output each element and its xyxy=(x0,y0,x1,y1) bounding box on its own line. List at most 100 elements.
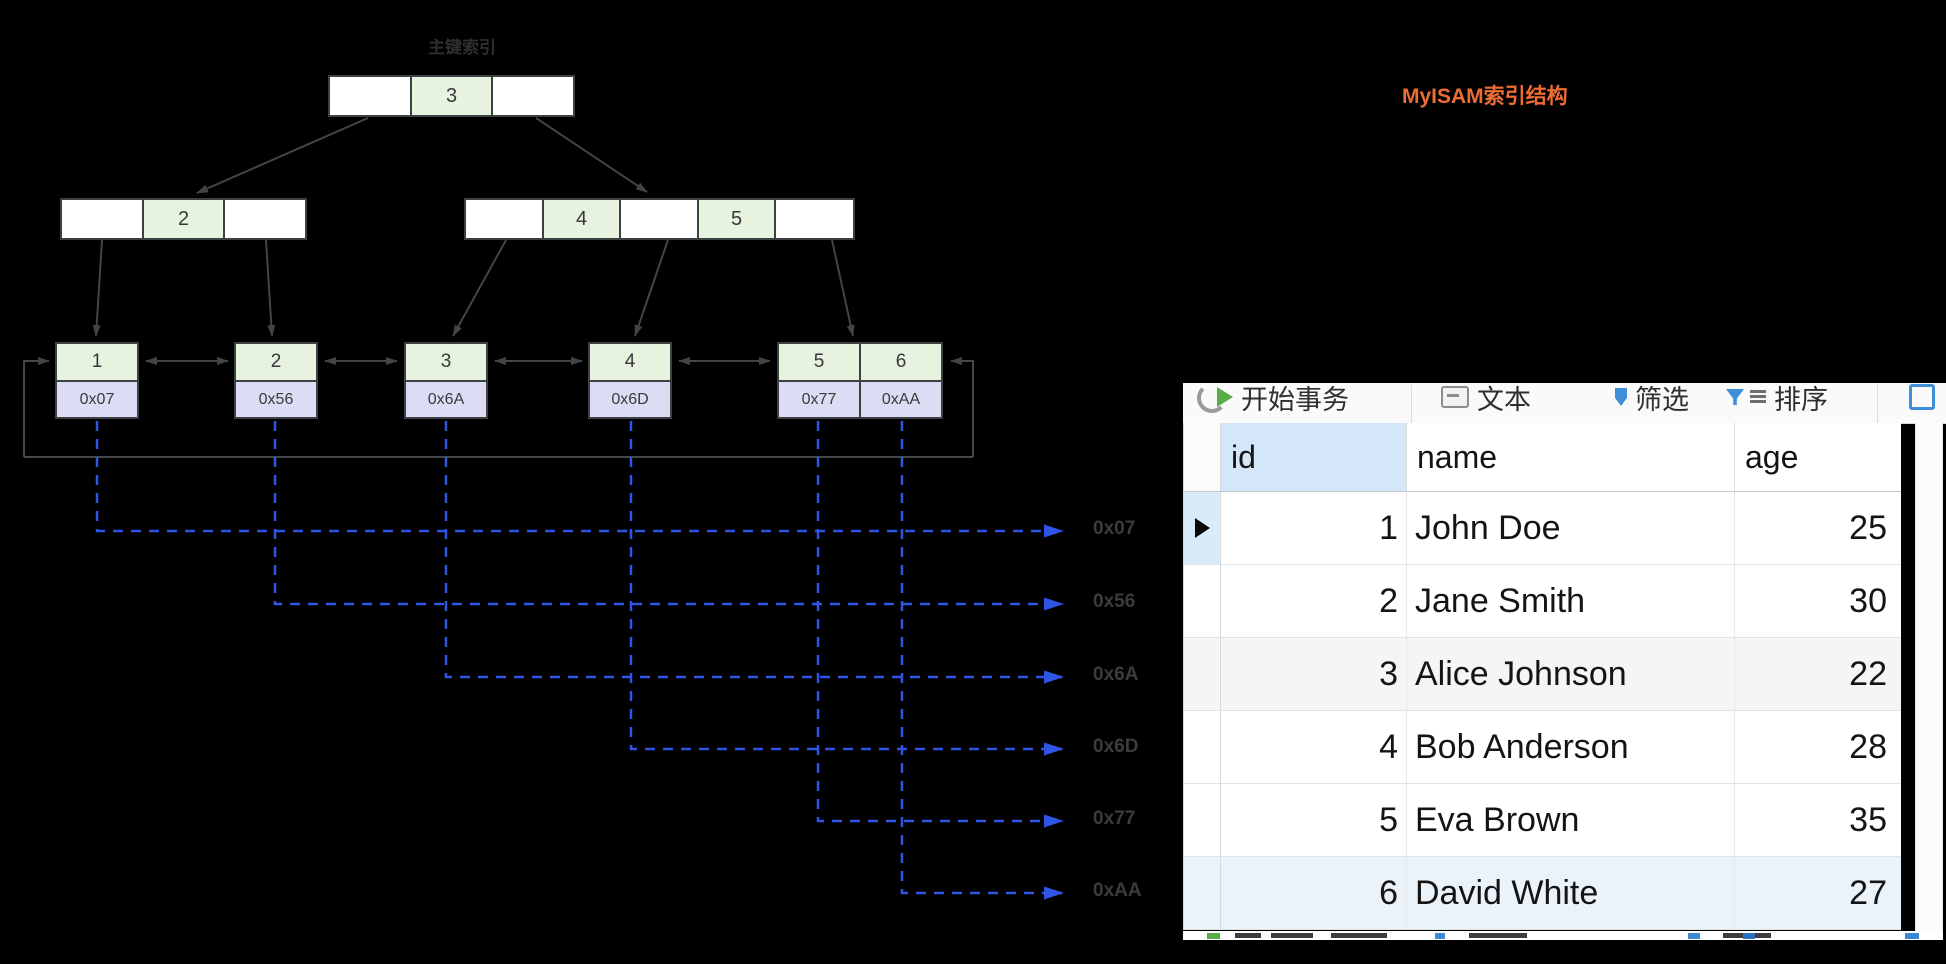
export-icon xyxy=(1909,384,1935,410)
icon-fragment xyxy=(1469,933,1527,938)
text-mode-label: 文本 xyxy=(1477,384,1531,415)
column-header-name[interactable]: name xyxy=(1407,423,1735,491)
leaf-node-4: 4 0x6D xyxy=(588,342,672,419)
tree-pointer-arrows xyxy=(92,117,855,337)
cell-id[interactable]: 5 xyxy=(1221,784,1407,857)
cell-age[interactable]: 22 xyxy=(1735,638,1901,711)
cell-name[interactable]: Bob Anderson xyxy=(1407,711,1735,784)
text-mode-icon xyxy=(1441,386,1469,408)
begin-transaction-button[interactable]: 开始事务 xyxy=(1217,383,1349,423)
icon-fragment xyxy=(1207,933,1220,939)
data-grid-toolbar: 开始事务 文本 筛选 排序 xyxy=(1183,383,1946,424)
table-row[interactable]: 6 David White 27 xyxy=(1184,857,1901,930)
root-cell-right xyxy=(491,75,575,117)
text-mode-button[interactable]: 文本 xyxy=(1441,383,1531,423)
leaf-address: 0x6D xyxy=(588,380,672,419)
cell-id[interactable]: 3 xyxy=(1221,638,1407,711)
icon-fragment xyxy=(1688,933,1700,939)
row-selector[interactable] xyxy=(1184,638,1221,711)
address-pointer-lines xyxy=(95,421,1064,900)
table-row[interactable]: 1 John Doe 25 xyxy=(1184,492,1901,565)
row-selector[interactable] xyxy=(1184,565,1221,638)
cell-name[interactable]: Eva Brown xyxy=(1407,784,1735,857)
cell-age[interactable]: 27 xyxy=(1735,857,1901,930)
leaf-key: 1 xyxy=(55,342,139,382)
refresh-arc-icon xyxy=(1197,383,1227,413)
cell-name[interactable]: David White xyxy=(1407,857,1735,930)
leaf-address: 0x6A xyxy=(404,380,488,419)
sort-funnel-icon xyxy=(1726,389,1744,405)
begin-transaction-icon xyxy=(1217,387,1233,407)
export-button[interactable] xyxy=(1909,383,1935,423)
row-selector[interactable] xyxy=(1184,857,1221,930)
cell-id[interactable]: 4 xyxy=(1221,711,1407,784)
pointer-label: 0xAA xyxy=(1093,880,1142,901)
leaf-node-3: 3 0x6A xyxy=(404,342,488,419)
internal-cell xyxy=(223,198,307,240)
cell-id[interactable]: 2 xyxy=(1221,565,1407,638)
toolbar-divider xyxy=(1411,385,1412,423)
cell-name[interactable]: Jane Smith xyxy=(1407,565,1735,638)
internal-cell xyxy=(60,198,144,240)
filter-icon xyxy=(1615,388,1627,406)
internal-cell xyxy=(619,198,699,240)
cell-id[interactable]: 6 xyxy=(1221,857,1407,930)
cell-name[interactable]: John Doe xyxy=(1407,492,1735,565)
pointer-label: 0x77 xyxy=(1093,808,1136,829)
cell-name[interactable]: Alice Johnson xyxy=(1407,638,1735,711)
leaf-circular-link xyxy=(23,357,974,458)
clipped-bottom-toolbar xyxy=(1183,931,1943,940)
cell-age[interactable]: 35 xyxy=(1735,784,1901,857)
btree-root-node: 3 xyxy=(328,75,575,117)
table-row[interactable]: 2 Jane Smith 30 xyxy=(1184,565,1901,638)
sort-button[interactable]: 排序 xyxy=(1726,383,1828,423)
begin-transaction-label: 开始事务 xyxy=(1241,384,1349,415)
icon-fragment xyxy=(1235,933,1261,938)
row-selector[interactable] xyxy=(1184,784,1221,857)
icon-fragment xyxy=(1271,933,1313,938)
diagram-title: 主键索引 xyxy=(428,38,496,57)
internal-cell-key: 4 xyxy=(542,198,621,240)
leaf-key: 6 xyxy=(859,342,943,382)
pointer-label: 0x07 xyxy=(1093,518,1136,539)
sort-label: 排序 xyxy=(1774,384,1828,415)
btree-internal-left-node: 2 xyxy=(60,198,307,240)
table-row[interactable]: 5 Eva Brown 35 xyxy=(1184,784,1901,857)
table-row[interactable]: 3 Alice Johnson 22 xyxy=(1184,638,1901,711)
table-row[interactable]: 4 Bob Anderson 28 xyxy=(1184,711,1901,784)
leaf-address: 0xAA xyxy=(859,380,943,419)
vertical-scrollbar[interactable] xyxy=(1915,423,1943,931)
cell-age[interactable]: 30 xyxy=(1735,565,1901,638)
filter-button[interactable]: 筛选 xyxy=(1615,383,1689,423)
data-grid: id name age 1 John Doe 25 2 Jane Smith 3… xyxy=(1183,423,1901,930)
pointer-label: 0x6D xyxy=(1093,736,1139,757)
internal-cell xyxy=(464,198,544,240)
icon-fragment xyxy=(1331,933,1387,938)
pointer-label: 0x6A xyxy=(1093,664,1139,685)
leaf-node-6: 6 0xAA xyxy=(859,342,943,419)
filter-label: 筛选 xyxy=(1635,384,1689,415)
leaf-key: 4 xyxy=(588,342,672,382)
leaf-address: 0x07 xyxy=(55,380,139,419)
row-selector-header[interactable] xyxy=(1184,423,1221,491)
leaf-node-1: 1 0x07 xyxy=(55,342,139,419)
column-header-id[interactable]: id xyxy=(1221,423,1407,491)
leaf-node-5-6: 5 0x77 6 0xAA xyxy=(777,342,943,419)
cell-age[interactable]: 28 xyxy=(1735,711,1901,784)
cell-age[interactable]: 25 xyxy=(1735,492,1901,565)
column-header-age[interactable]: age xyxy=(1735,423,1901,491)
internal-cell xyxy=(774,198,855,240)
icon-fragment xyxy=(1743,933,1755,939)
internal-cell-key: 5 xyxy=(697,198,776,240)
row-selector[interactable] xyxy=(1184,711,1221,784)
row-selector[interactable] xyxy=(1184,492,1221,565)
leaf-node-2: 2 0x56 xyxy=(234,342,318,419)
cell-id[interactable]: 1 xyxy=(1221,492,1407,565)
pointer-label: 0x56 xyxy=(1093,591,1136,612)
leaf-address: 0x56 xyxy=(234,380,318,419)
btree-internal-right-node: 4 5 xyxy=(464,198,855,240)
sort-lines-icon xyxy=(1750,390,1766,404)
internal-cell-key: 2 xyxy=(142,198,225,240)
